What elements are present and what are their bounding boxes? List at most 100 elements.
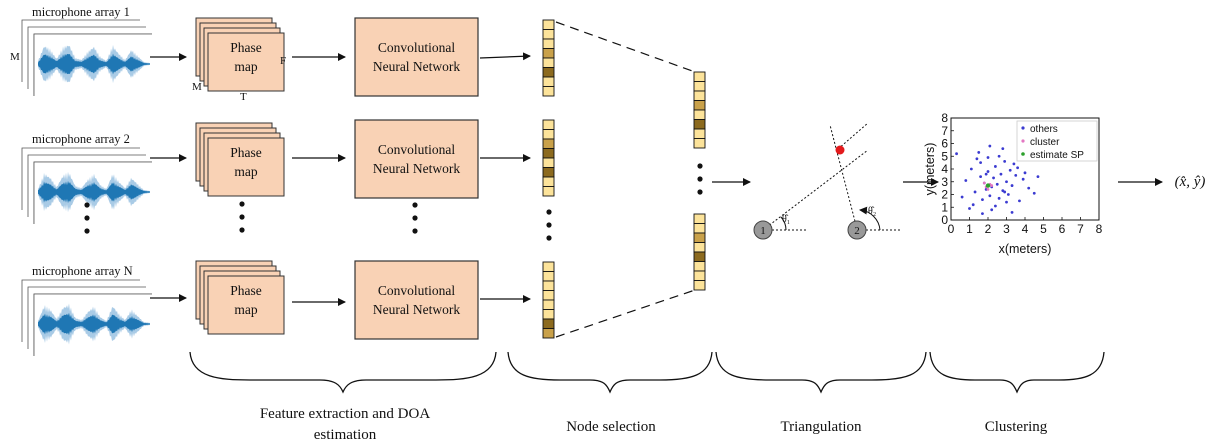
point-others [979, 161, 982, 165]
chart-legend: others cluster estimate SP [1016, 120, 1098, 162]
y-tick-label: 0 [941, 213, 948, 227]
point-cluster [982, 181, 986, 185]
vector-cell [693, 213, 706, 224]
vector-cell [693, 232, 706, 243]
x-tick-label: 5 [1040, 222, 1047, 236]
point-others [1003, 159, 1007, 163]
vector-cell [542, 157, 555, 168]
point-others [994, 165, 997, 168]
mic-node-1 [753, 220, 773, 240]
y-axis-label: y(meters) [923, 143, 937, 196]
mic-array-3 [21, 279, 152, 356]
point-others [1005, 200, 1008, 204]
point-others [992, 176, 995, 180]
point-others [1021, 177, 1025, 181]
point-others [973, 190, 977, 194]
vector-ellipsis [546, 209, 552, 241]
svg-text:Neural Network: Neural Network [373, 161, 461, 176]
vector-cell [542, 299, 555, 310]
node-vector-3 [542, 261, 555, 339]
vector-cell [693, 251, 706, 262]
vector-cell [542, 119, 555, 130]
y-tick-label: 3 [941, 175, 948, 189]
vector-cell [542, 148, 555, 159]
vector-cell [693, 242, 706, 253]
projection-line-top [555, 21, 696, 73]
vector-cell [693, 128, 706, 139]
cnn-box-1: Convolutional Neural Network [354, 17, 479, 97]
vector-cell [542, 138, 555, 149]
arrow-cnn1-to-vector [479, 52, 531, 61]
vector-cell [542, 328, 555, 339]
vector-cell [693, 109, 706, 120]
vector-cell [542, 176, 555, 187]
vector-cell [542, 29, 555, 40]
stage-label-feature-extraction: Feature extraction and DOA [260, 406, 431, 422]
y-tick-label: 6 [941, 137, 948, 151]
y-tick-label: 4 [941, 162, 948, 176]
source-point [835, 145, 845, 155]
vector-cell [542, 86, 555, 97]
vector-cell [542, 76, 555, 87]
vector-cell [542, 57, 555, 68]
x-tick-label: 3 [1003, 222, 1010, 236]
vector-cell [693, 261, 706, 272]
point-others [1016, 166, 1019, 170]
point-others [981, 198, 984, 202]
svg-text:Convolutional: Convolutional [378, 40, 455, 55]
projection-line-bottom [555, 289, 696, 338]
x-tick-label: 1 [966, 222, 973, 236]
phase-map-label: Phase [230, 283, 262, 298]
point-others [1008, 168, 1012, 172]
point-others [997, 154, 1001, 158]
vector-cell [542, 261, 555, 272]
point-others [1010, 210, 1014, 214]
phase-map-label: Phase [230, 145, 262, 160]
stage-label-node-selection: Node selection [566, 419, 656, 435]
output-label: (x̂, ŷ) [1175, 174, 1206, 190]
point-others [1014, 173, 1018, 177]
svg-text:Neural Network: Neural Network [373, 302, 461, 317]
vector-cell [693, 270, 706, 281]
theta-1-label: θ̂₁ [782, 214, 790, 225]
array-label-1: microphone array 1 [32, 5, 130, 19]
point-others [994, 204, 997, 208]
vector-cell [693, 90, 706, 101]
vector-cell [542, 48, 555, 59]
point-others [979, 175, 982, 179]
svg-text:Convolutional: Convolutional [378, 142, 455, 157]
point-others [995, 182, 999, 186]
cnn-box-2: Convolutional Neural Network [354, 119, 479, 199]
triangulation-diagram [753, 122, 902, 240]
y-tick-label: 8 [941, 111, 948, 125]
array-label-n: microphone array N [32, 264, 133, 278]
vector-cell [542, 280, 555, 291]
microphone-arrays [21, 19, 152, 356]
point-others [997, 196, 1001, 200]
point-others [990, 208, 994, 212]
array-label-2: microphone array 2 [32, 132, 130, 146]
point-others [975, 157, 979, 161]
point-others [1012, 162, 1016, 166]
point-others [981, 212, 984, 216]
y-tick-label: 1 [941, 200, 948, 214]
x-tick-label: 6 [1059, 222, 1066, 236]
array-ellipsis [84, 202, 90, 234]
y-tick-label: 7 [941, 124, 948, 138]
point-others [1001, 147, 1005, 151]
point-others [1027, 186, 1031, 190]
legend-marker-others [1021, 126, 1025, 130]
vector-cell [542, 318, 555, 329]
point-others [960, 195, 964, 199]
legend-label-estimate: estimate SP [1030, 150, 1084, 161]
point-cluster [990, 184, 994, 187]
svg-text:Convolutional: Convolutional [378, 283, 455, 298]
vector-cell [693, 100, 706, 111]
point-cluster [986, 188, 990, 191]
